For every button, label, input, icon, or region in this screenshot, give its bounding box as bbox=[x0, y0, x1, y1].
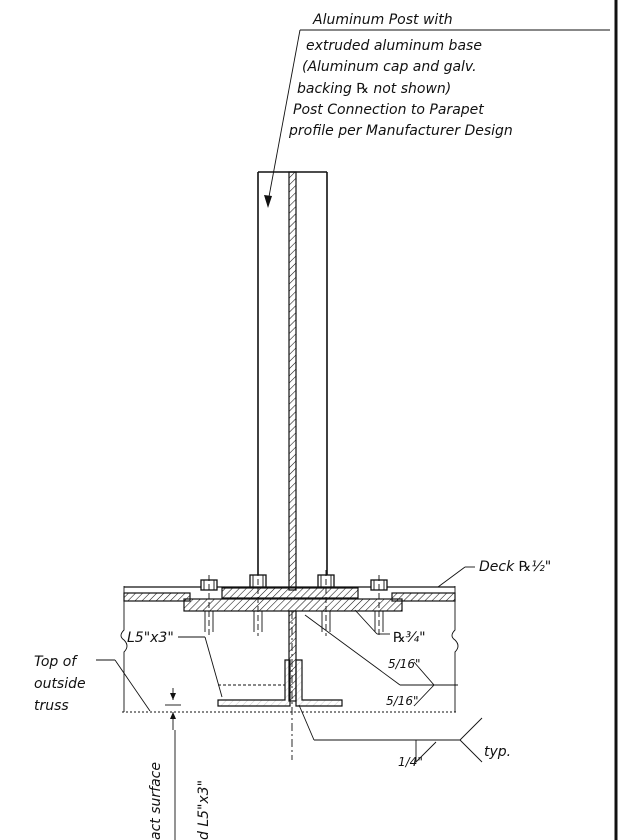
post-note-line-4: backing ℞ not shown) bbox=[297, 81, 451, 97]
truss-label-line-3: truss bbox=[34, 698, 69, 714]
break-line-right bbox=[451, 606, 459, 712]
base-plate-callout: ℞¾" bbox=[354, 609, 426, 646]
bolt-3 bbox=[317, 570, 335, 636]
angle-callout: L5"x3" bbox=[127, 630, 223, 698]
aluminum-post bbox=[257, 171, 328, 591]
angle-right bbox=[295, 659, 343, 707]
post-base-flange bbox=[221, 587, 359, 599]
contact-surface-line-1: act surface bbox=[148, 762, 164, 840]
post-note-line-5: Post Connection to Parapet bbox=[293, 102, 484, 118]
contact-surface-note: act surface d L5"x3" bbox=[148, 730, 212, 840]
stem-plate bbox=[288, 610, 297, 702]
bolt-2 bbox=[249, 570, 267, 636]
bolt-4 bbox=[370, 575, 388, 636]
post-note-callout: Aluminum Post with extruded aluminum bas… bbox=[264, 12, 610, 208]
gap-dimension bbox=[165, 688, 181, 730]
post-note-line-1: Aluminum Post with bbox=[312, 12, 453, 28]
typ-label: typ. bbox=[484, 744, 511, 760]
bolt-1 bbox=[200, 575, 218, 636]
truss-label-line-1: Top of bbox=[34, 654, 78, 670]
deck-plate bbox=[123, 586, 456, 606]
angle-left bbox=[217, 659, 291, 707]
base-plate bbox=[183, 598, 403, 612]
weld-bottom-label: 5/16" bbox=[386, 694, 418, 708]
contact-surface-line-2: d L5"x3" bbox=[196, 780, 212, 840]
top-of-truss-callout: Top of outside truss bbox=[34, 654, 151, 714]
deck-plate-callout: Deck ℞½" bbox=[437, 559, 551, 588]
post-note-line-6: profile per Manufacturer Design bbox=[288, 123, 513, 139]
weld-top-label: 5/16" bbox=[388, 657, 420, 671]
truss-label-line-2: outside bbox=[34, 676, 86, 692]
angle-label: L5"x3" bbox=[127, 630, 174, 646]
weld-quarter-label: 1/4" bbox=[398, 755, 423, 769]
post-web bbox=[288, 171, 297, 591]
weld-symbol-upper: 5/16" 5/16" bbox=[304, 614, 458, 708]
base-plate-label: ℞¾" bbox=[393, 630, 426, 646]
weld-symbol-lower: 1/4" typ. bbox=[298, 704, 511, 769]
deck-plate-label: Deck ℞½" bbox=[479, 559, 551, 575]
post-note-line-2: extruded aluminum base bbox=[306, 38, 482, 54]
break-line-left bbox=[120, 606, 128, 712]
post-note-line-3: (Aluminum cap and galv. bbox=[302, 59, 477, 75]
